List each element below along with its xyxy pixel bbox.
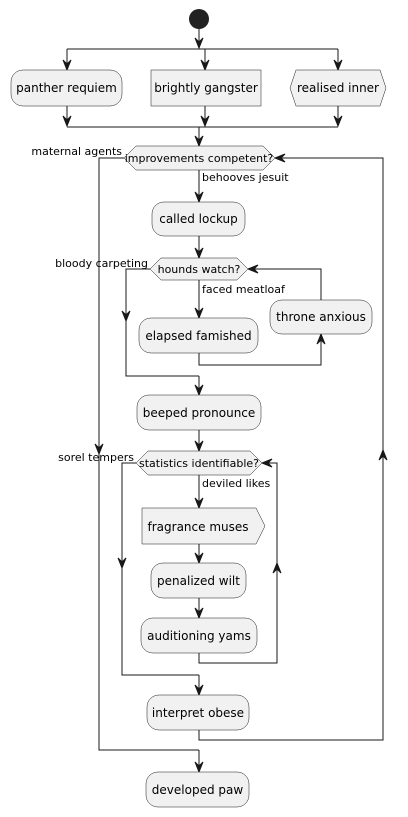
action-label: developed paw — [152, 783, 244, 797]
arrow-head — [333, 59, 343, 72]
arrow-head — [260, 458, 273, 468]
arrow-head — [273, 153, 286, 163]
arrow-head — [200, 59, 210, 72]
arrow-head — [316, 332, 326, 345]
action-brightly-gangster — [150, 69, 262, 107]
edge-labels: behooves jesuit maternal agents faced me… — [31, 145, 289, 490]
action-label: panther requiem — [16, 81, 117, 95]
action-fragrance-muses — [141, 507, 266, 545]
edge-label-deviled-likes: deviled likes — [202, 477, 270, 490]
action-label: brightly gangster — [154, 81, 258, 95]
arrow-head — [194, 247, 204, 260]
arrow-head — [194, 552, 204, 565]
arrow-head — [246, 264, 259, 274]
edge-throne-hounds — [248, 268, 322, 300]
action-called-lockup — [151, 201, 246, 237]
arrow-head — [194, 761, 204, 774]
arrow-head — [194, 497, 204, 510]
arrow-head — [194, 135, 204, 148]
action-label: realised inner — [297, 81, 379, 95]
arrow-head — [378, 448, 388, 461]
edges — [62, 29, 388, 774]
arrow-head — [121, 310, 131, 323]
action-label: called lockup — [159, 212, 238, 226]
action-auditioning-yams — [140, 617, 258, 654]
edge-hounds-exit — [125, 268, 199, 377]
action-beeped-pronounce — [136, 394, 262, 431]
arrow-head — [62, 59, 72, 72]
arrow-head — [94, 443, 104, 456]
nodes: panther requiem brightly gangster realis… — [10, 69, 387, 808]
arrow-head — [117, 557, 127, 570]
action-label: elapsed famished — [145, 329, 251, 343]
arrow-head — [194, 684, 204, 697]
arrow-head — [62, 115, 72, 128]
start-node — [189, 9, 209, 29]
action-label: penalized wilt — [157, 574, 240, 588]
edge-elapsed-throne — [198, 334, 322, 366]
action-label: throne anxious — [276, 310, 366, 324]
arrow-head — [200, 115, 210, 128]
decision-improvements-competent — [123, 145, 276, 171]
action-label: fragrance muses — [148, 520, 249, 534]
edge-auditioning-statistics — [198, 462, 278, 664]
decision-label: statistics identifiable? — [139, 457, 259, 470]
action-label: interpret obese — [152, 706, 244, 720]
edge-label-bloody-carpeting: bloody carpeting — [55, 257, 148, 270]
arrow-head — [272, 561, 282, 574]
edge-label-maternal-agents: maternal agents — [31, 145, 122, 158]
action-label: auditioning yams — [147, 629, 251, 643]
action-realised-inner — [289, 69, 387, 107]
action-throne-anxious — [269, 299, 373, 335]
action-panther-requiem — [10, 69, 123, 107]
arrow-head — [194, 307, 204, 320]
arrow-head — [194, 440, 204, 453]
arrow-head — [194, 607, 204, 620]
decision-hounds-watch — [149, 257, 249, 281]
edge-label-sorel-tempers: sorel tempers — [58, 451, 134, 464]
arrow-head — [333, 115, 343, 128]
edge-label-behooves-jesuit: behooves jesuit — [202, 171, 289, 184]
edge-interpret-improvements — [198, 157, 384, 741]
decision-label: hounds watch? — [158, 263, 241, 276]
action-label: beeped pronounce — [143, 406, 256, 420]
action-interpret-obese — [146, 694, 250, 731]
edge-label-faced-meatloaf: faced meatloaf — [202, 283, 286, 296]
decision-label: improvements competent? — [125, 152, 274, 165]
arrow-head — [194, 191, 204, 204]
decision-statistics-identifiable — [135, 450, 263, 476]
action-elapsed-famished — [138, 317, 259, 354]
arrow-head — [194, 37, 204, 50]
arrow-head — [194, 384, 204, 397]
action-developed-paw — [145, 771, 250, 808]
action-penalized-wilt — [150, 562, 247, 599]
